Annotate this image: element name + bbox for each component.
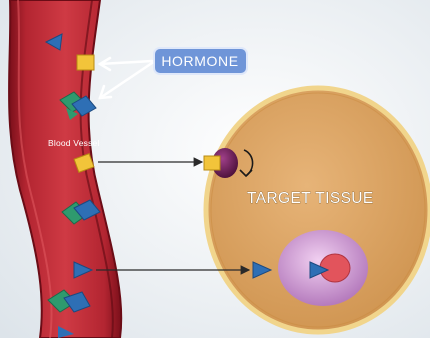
nucleus — [278, 230, 368, 306]
yellow-square-icon — [77, 55, 94, 70]
blood-vessel-label: Blood Vessel — [48, 138, 100, 148]
hormone-label: HORMONE — [161, 53, 238, 69]
yellow-square-icon — [204, 156, 220, 170]
target-tissue-label: TARGET TISSUE — [247, 190, 374, 207]
hormone-label-box: HORMONE — [154, 48, 247, 74]
